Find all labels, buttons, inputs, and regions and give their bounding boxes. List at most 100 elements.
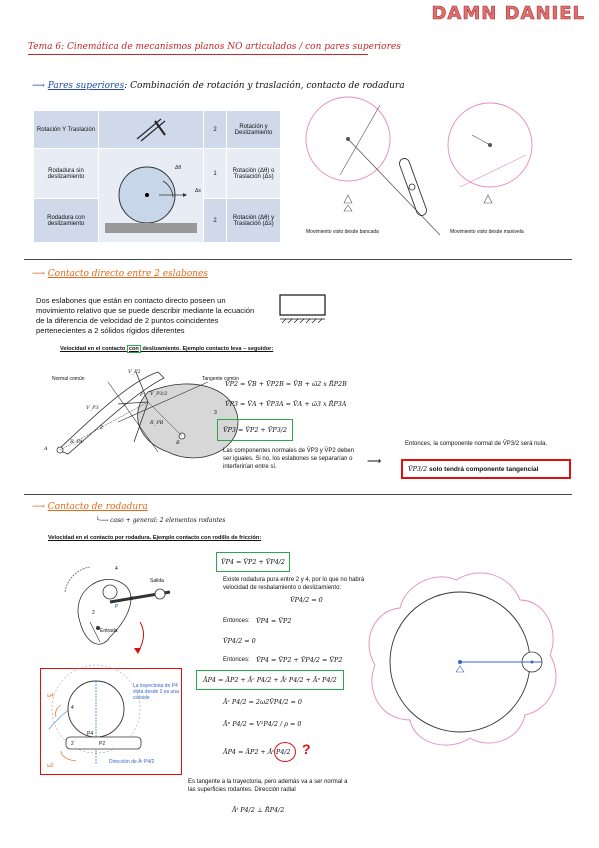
section-contacto-rodadura: ⟶ Contacto de rodadura [32,501,148,512]
ds-label: Δs [195,188,201,194]
link-2-label: 2 [92,610,95,616]
row-motion: Rotación y Deslizamiento [226,110,281,149]
eq-box-accel: ĀP4 = ĀP2 + Āᶜ P4/2 + Āᵗ P4/2 + Āⁿ P4/2 [196,670,344,690]
arrow-icon: ⟶ [32,81,48,91]
vp2-label: V_P2 [128,369,141,375]
eq-vp2: V̄P2 = V̄B + V̄P2B = V̄B + ω̄2 x R̄P2B [225,380,347,388]
subtitle-rodadura: Velocidad en el contacto por rodadura. E… [48,535,262,541]
link-3-label: 3 [214,410,217,416]
arrow-icon: ⟶ [32,502,48,512]
rolling-wheel-icon [105,166,197,233]
section-pares-superiores: ⟶ Pares superiores: Combinación de rotac… [32,80,405,91]
note-arrow-icon: └⟶ [96,517,111,524]
note-text: caso + general: 2 elementos rodantes [110,517,226,524]
pares-table: Rotación Y Traslación 2 Rotación y Desli… [33,110,281,243]
divider [24,259,572,260]
p2-label: P2 [99,741,106,747]
point-p-label: P [140,392,144,398]
ground-link-icon [279,294,326,324]
section-contacto-directo: ⟶ Contacto directo entre 2 eslabones [32,268,208,279]
eq-vp42-zero: V̄P4/2 = 0 [223,637,256,645]
dtheta-label: Δθ [175,165,182,171]
eq-vp3: V̄P3 = V̄A + V̄P3A = V̄A + ω̄3 x R̄P3A [225,400,347,408]
crank-mechanism-figure [305,96,533,236]
page-title: Tema 6: Cinemática de mecanismos planos … [28,42,401,52]
eq-perp: Āᵗ P4/2 ⊥ R̄P4/2 [232,806,285,814]
then1-label: Entonces: [223,618,250,624]
tangential-circle-mark [274,742,296,762]
row-name: Rodadura sin deslizamiento [33,148,99,199]
then2-label: Entonces: [223,657,250,663]
row-motion: Rotación (Δθ) y Traslación (Δs) [226,198,281,243]
title-underline [28,54,368,55]
caption-manivela: Movimiento visto desde manivela [450,229,524,235]
right-arrow-icon: ⟶ [367,456,382,467]
point-b-label: B [176,440,180,446]
tangente-comun-label: Tangente común [202,376,239,382]
p4-label: P4 [87,731,94,737]
pen-slot-icon [136,118,166,141]
point-a-label: A [44,446,48,452]
subtitle-con: con [126,345,141,353]
eq-accel-final: ĀP4 = ĀP2 + Āᵗ P4/2 [223,748,291,756]
eq-normal-accel: Āⁿ P4/2 = V²P4/2 / ρ = 0 [223,720,302,728]
vp32-label: V_P3/2 [150,391,168,397]
eq-box-vp4: V̄P4 = V̄P2 + V̄P4/2 [216,552,290,572]
body-4-label: 4 [71,705,74,711]
cycloid-note: La trayectoria de P4 vista desde 2 es un… [133,683,179,701]
salida-label: Salida [150,578,164,584]
row-gdl: 1 [203,148,227,199]
cycloid-figure [48,664,142,764]
row-name: Rodadura con deslizamiento [33,198,99,243]
link-4-label: 4 [115,566,118,572]
eq-vp4-vp2: V̄P4 = V̄P2 [256,617,292,625]
wheel-figure [98,148,204,243]
rpb-label: R_PB [150,420,164,426]
cam-follower-figure [56,371,239,459]
eq-vp4-sum: V̄P4 = V̄P2 + V̄P4/2 = V̄P2 [256,656,343,664]
tangential-box: V̄P3/2 solo tendrá componente tangencial [401,459,571,479]
section-note: └⟶ caso + general: 2 elementos rodantes [96,517,225,524]
row-motion: Rotación (Δθ) o Traslación (Δs) [226,148,281,199]
row-gdl: 2 [203,198,227,243]
subtitle-part: Velocidad en el contacto [60,346,127,352]
row-gdl: 2 [203,110,227,149]
brand-logo: DAMN DANIEL [431,3,585,25]
point-p-label: P [115,604,119,610]
roller-mechanism-figure [64,566,171,654]
section-note: : Combinación de rotación y traslación, … [124,81,405,91]
normal-components-text: Las componentes normales de V̄P3 y V̄P2 … [223,448,355,470]
direction-note: Dirección de Āᵗ P4/2 [109,759,155,765]
eq-coriolis: Āᶜ P4/2 = 2ω2V̄P4/2 = 0 [223,698,302,706]
link-2-label: 2 [100,425,103,431]
link-3-label: 3 [130,596,133,602]
tangent-text: Es tangente a la trayectoria, pero ademá… [188,779,348,793]
arrow-icon: ⟶ [32,269,48,279]
omega2-label: ω2 [47,763,54,769]
question-mark: ? [302,741,311,757]
rpa-label: R_PA [70,439,83,445]
divider [24,494,572,495]
section-heading: Contacto directo entre 2 eslabones [47,269,208,279]
subtitle-deslizamiento: Velocidad en el contacto con deslizamien… [60,345,274,353]
caption-bancada: Movimiento visto desde bancada [306,229,379,235]
eq-no-slip: V̄P4/2 = 0 [290,596,323,604]
eq-box-vp3: V̄P3 = V̄P2 + V̄P3/2 [217,419,293,441]
omega4-label: ω4 [47,693,54,699]
section-heading: Pares superiores [47,81,125,91]
row-name: Rotación Y Traslación [33,110,99,149]
body-2-label: 2 [71,741,74,747]
epicycloid-figure [368,572,557,746]
tangential-symbol: V̄P3/2 [408,465,428,473]
pen-figure [98,110,204,149]
subtitle-part: deslizamiento. Ejemplo contacto leva – s… [140,346,274,352]
normal-comun-label: Normal común [52,376,85,382]
vp3-label: V_P3 [86,405,99,411]
entrada-label: Entrada [100,628,118,634]
rolling-detail-frame: La trayectoria de P4 vista desde 2 es un… [40,664,182,775]
pure-rolling-text: Existe rodadura pura entre 2 y 4, por lo… [223,577,365,591]
section-heading: Contacto de rodadura [47,502,148,512]
contact-paragraph: Dos eslabones que están en contacto dire… [36,296,255,335]
tangential-text: solo tendrá componente tangencial [429,466,539,473]
then-normal-text: Entonces, la componente normal de V̄P3/2… [405,441,548,447]
